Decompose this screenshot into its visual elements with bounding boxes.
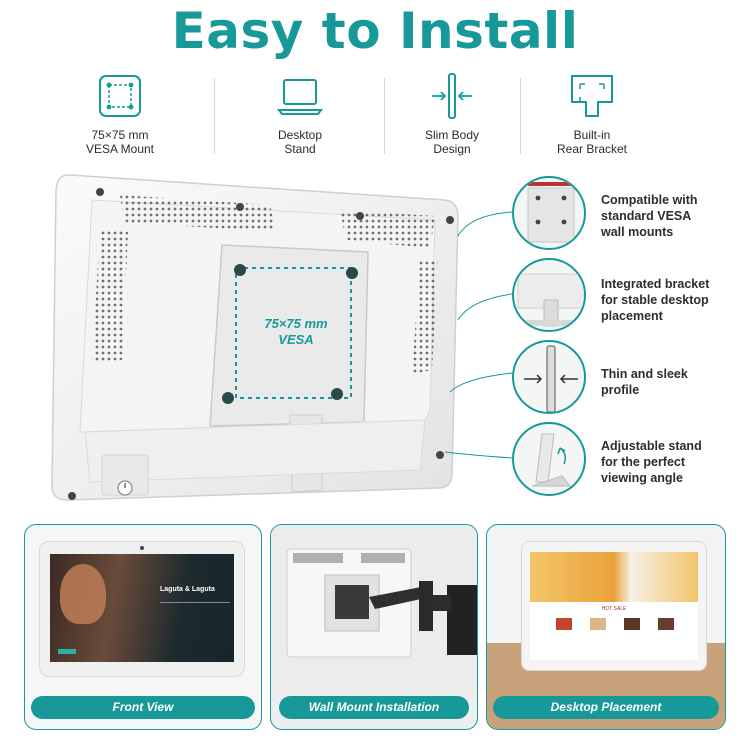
wall-mount-illustration — [271, 525, 477, 695]
desktop-placement-label: Desktop Placement — [493, 696, 719, 719]
thin-profile-icon — [524, 345, 578, 412]
divider — [214, 78, 215, 154]
callout-text-1: Compatible with standard VESA wall mount… — [601, 192, 741, 240]
rear-bracket-icon — [571, 75, 613, 117]
device-rear-view: 75×75 mm VESA — [40, 170, 480, 510]
feature-label-4b: Rear Bracket — [556, 142, 628, 156]
tilt-stand-icon — [531, 433, 572, 487]
callout-image-2 — [512, 258, 586, 332]
page-title: Easy to Install — [171, 2, 579, 60]
callout-image-4 — [512, 422, 586, 496]
callout-4-line3: viewing angle — [601, 471, 683, 485]
callout-2-line3: placement — [601, 309, 663, 323]
bracket-stand-icon — [517, 273, 584, 327]
panel-front-view: Laguta & Laguta Front View — [24, 524, 262, 730]
vesa-label-line1: 75×75 mm — [264, 316, 328, 331]
feature-label-1a: 75×75 mm — [91, 128, 149, 142]
divider — [520, 78, 521, 154]
callout-4-line1: Adjustable stand — [601, 439, 702, 453]
callout-image-3 — [512, 340, 586, 414]
vesa-square-icon — [99, 75, 141, 117]
device-rear-illustration — [51, 174, 459, 501]
callout-2-line2: for stable desktop — [601, 293, 709, 307]
callout-text-4: Adjustable stand for the perfect viewing… — [601, 438, 741, 486]
callout-3-line1: Thin and sleek — [601, 367, 688, 381]
callout-1-line3: wall mounts — [601, 225, 674, 239]
panel-desktop: HOT SALE Desktop Placement — [486, 524, 726, 730]
callout-1-line2: standard VESA — [601, 209, 692, 223]
front-device: Laguta & Laguta — [39, 541, 245, 677]
callout-3-line2: profile — [601, 383, 640, 397]
callout-text-3: Thin and sleek profile — [601, 366, 741, 398]
front-screen: Laguta & Laguta — [50, 554, 234, 662]
panel-wall-mount: Wall Mount Installation — [270, 524, 478, 730]
callout-list: Compatible with standard VESA wall mount… — [450, 170, 750, 510]
desktop-screen: HOT SALE — [530, 552, 698, 660]
callout-2-line1: Integrated bracket — [601, 277, 710, 291]
divider — [384, 78, 385, 154]
callout-text-2: Integrated bracket for stable desktop pl… — [601, 276, 741, 324]
desktop-device: HOT SALE — [521, 541, 707, 671]
feature-label-4a: Built-in — [573, 128, 611, 142]
wall-mount-label: Wall Mount Installation — [279, 696, 469, 719]
front-view-label: Front View — [31, 696, 255, 719]
vesa-plate-icon — [527, 182, 575, 243]
callout-4-line2: for the perfect — [601, 455, 686, 469]
feature-label-1b: VESA Mount — [85, 142, 155, 156]
feature-label-2b: Stand — [284, 142, 316, 156]
desktop-screen-banner: HOT SALE — [601, 606, 627, 612]
callout-1-line1: Compatible with — [601, 193, 698, 207]
front-screen-heading: Laguta & Laguta — [160, 586, 215, 593]
feature-label-2a: Desktop — [277, 128, 323, 142]
feature-label-3b: Design — [433, 142, 471, 156]
vesa-label-line2: VESA — [278, 332, 314, 347]
laptop-stand-icon — [277, 79, 323, 115]
feature-label-3a: Slim Body — [424, 128, 480, 142]
slim-body-icon — [432, 73, 472, 119]
callout-image-1 — [512, 176, 586, 250]
